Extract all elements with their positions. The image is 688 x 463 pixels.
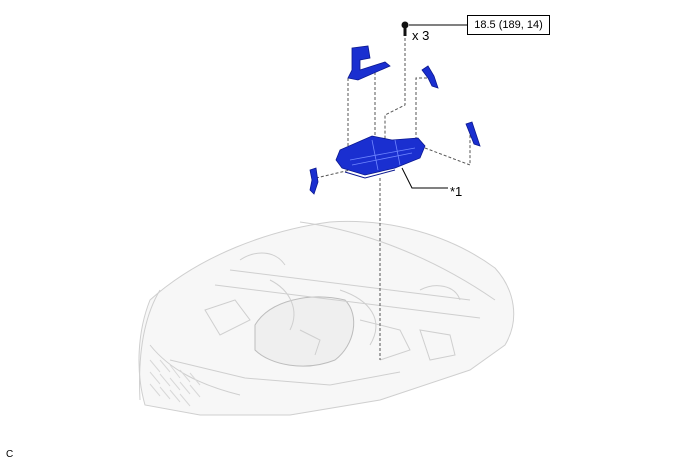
bolt-quantity-label: x 3 bbox=[412, 28, 430, 43]
hose-1 bbox=[269, 279, 295, 331]
clip-right-upper bbox=[421, 65, 439, 89]
engine-detail-1 bbox=[299, 329, 321, 356]
vehicle-engine-bay bbox=[138, 220, 515, 416]
callout-leader-line bbox=[401, 167, 448, 189]
torque-spec-box: 18.5 (189, 14) bbox=[467, 15, 550, 35]
grille-pattern bbox=[149, 359, 201, 407]
guide-line-bolt bbox=[384, 38, 406, 140]
strut-left bbox=[239, 252, 286, 266]
guide-line-right-upper bbox=[415, 77, 427, 140]
fender-left bbox=[139, 289, 161, 401]
radiator-support bbox=[169, 359, 401, 386]
windshield-edge bbox=[299, 221, 496, 301]
guide-line-left bbox=[315, 169, 351, 179]
clip-right bbox=[465, 121, 481, 147]
engine-detail-4 bbox=[419, 329, 456, 361]
figure-corner-label: C bbox=[6, 449, 14, 460]
cowl-line-2 bbox=[214, 284, 481, 319]
guide-line-right bbox=[424, 128, 471, 166]
bracket-top bbox=[347, 45, 391, 81]
strut-right bbox=[419, 285, 461, 301]
hose-2 bbox=[339, 289, 377, 346]
engine-detail-3 bbox=[204, 299, 251, 336]
engine-cover bbox=[254, 296, 355, 367]
grille-top bbox=[149, 344, 241, 396]
clip-left bbox=[309, 167, 319, 195]
assembly-guide-lines bbox=[315, 38, 471, 360]
callout-label: *1 bbox=[450, 184, 463, 199]
bolt-icon bbox=[401, 21, 409, 36]
cowl-line bbox=[229, 269, 471, 301]
module-assembly bbox=[335, 135, 426, 179]
